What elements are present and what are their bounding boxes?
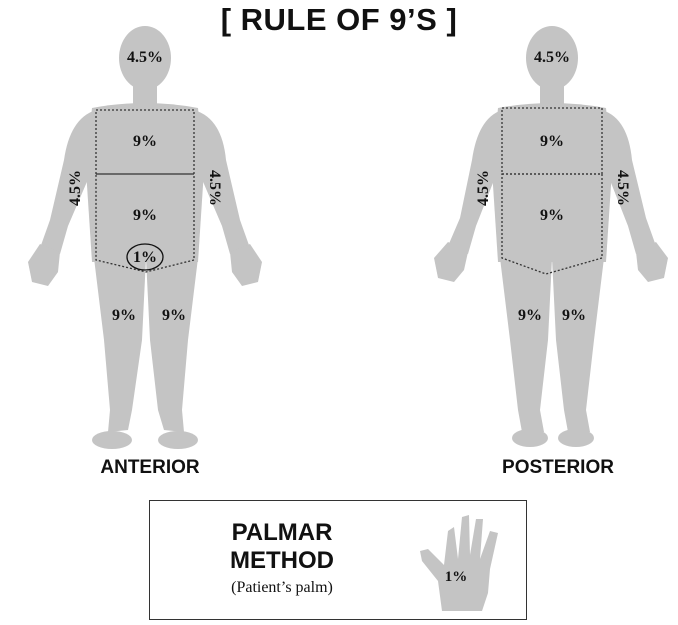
palmar-title-line2: METHOD [192, 547, 372, 575]
palmar-method-box: PALMAR METHOD (Patient’s palm) 1% [149, 500, 527, 620]
posterior-left-leg-value: 9% [562, 307, 586, 324]
posterior-figure [434, 26, 668, 447]
anterior-genital-value: 1% [133, 249, 157, 266]
anterior-abdomen-value: 9% [133, 207, 157, 224]
body-figures: 4.5% 9% 9% 1% 4.5% 4.5% 9% 9% [0, 0, 678, 500]
anterior-left-hand [230, 244, 262, 286]
posterior-label: POSTERIOR [478, 457, 638, 479]
posterior-upper-back-value: 9% [540, 133, 564, 150]
posterior-right-leg [500, 258, 552, 432]
anterior-right-hand [28, 244, 60, 286]
posterior-right-foot [512, 429, 548, 447]
palmar-title: PALMAR METHOD [192, 519, 372, 575]
anterior-right-foot [92, 431, 132, 449]
palmar-title-line1: PALMAR [192, 519, 372, 547]
anterior-right-arm-value: 4.5% [67, 170, 84, 206]
anterior-left-arm-value: 4.5% [206, 170, 223, 206]
palm-hand-icon: 1% [412, 503, 512, 619]
anterior-left-foot [158, 431, 198, 449]
anterior-label: ANTERIOR [70, 457, 230, 479]
posterior-head-value: 4.5% [534, 49, 570, 66]
posterior-left-arm-value: 4.5% [614, 170, 631, 206]
posterior-torso [492, 103, 612, 262]
anterior-head-value: 4.5% [127, 49, 163, 66]
anterior-chest-value: 9% [133, 133, 157, 150]
palmar-subtitle: (Patient’s palm) [192, 579, 372, 597]
anterior-left-leg-value: 9% [162, 307, 186, 324]
posterior-lower-back-value: 9% [540, 207, 564, 224]
posterior-left-foot [558, 429, 594, 447]
posterior-right-arm-value: 4.5% [475, 170, 492, 206]
anterior-torso [86, 103, 204, 262]
anterior-right-leg-value: 9% [112, 307, 136, 324]
palm-value: 1% [445, 569, 468, 585]
anterior-right-leg [94, 258, 146, 432]
anterior-figure [28, 26, 262, 449]
posterior-right-leg-value: 9% [518, 307, 542, 324]
anterior-left-leg [146, 258, 198, 432]
posterior-left-leg [552, 258, 604, 432]
